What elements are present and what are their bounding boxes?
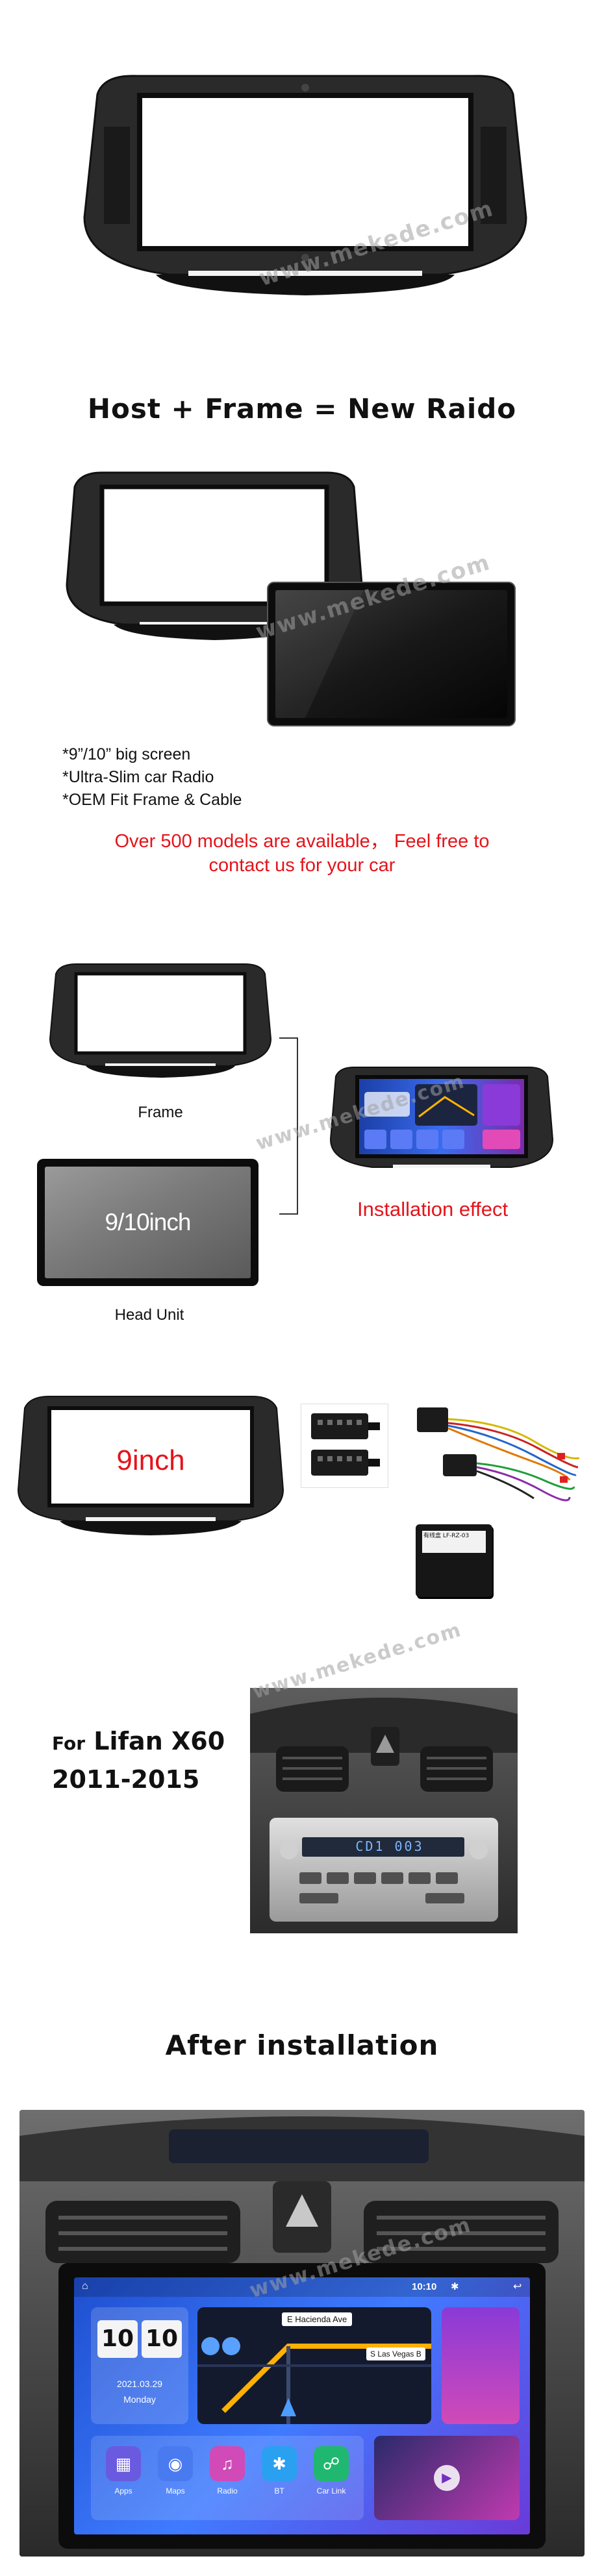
stock-radio-display: CD1 003 xyxy=(355,1839,424,1854)
nav-street-secondary: S Las Vegas B xyxy=(366,2347,425,2360)
app-radio[interactable]: ♫ Radio xyxy=(205,2446,249,2496)
play-icon[interactable]: ▶ xyxy=(434,2465,460,2491)
clock-widget[interactable]: 10 10 2021.03.29 Monday xyxy=(91,2307,188,2424)
app-apps[interactable]: ▦ Apps xyxy=(101,2446,145,2496)
canbus-label-text: 有线盒 LF-RZ-03 xyxy=(423,1533,470,1539)
nine-inch-frame-image xyxy=(14,1393,287,1542)
headunit-screen: ⌂ 10:10 ✱ ↩ 10 10 2021.03.29 Monday xyxy=(74,2277,530,2534)
installation-effect-label: Installation effect xyxy=(357,1198,509,1220)
screen-size-label: 9/10inch xyxy=(105,1209,192,1235)
frame-diagram-image xyxy=(47,961,274,1084)
media-widget[interactable] xyxy=(442,2307,520,2424)
clock-hour: 10 xyxy=(101,2325,134,2352)
status-time: 10:10 xyxy=(412,2281,437,2292)
maps-icon: ◉ xyxy=(158,2446,193,2481)
feature-item: *9”/10” big screen xyxy=(62,745,191,763)
frame-product-image xyxy=(78,68,533,315)
app-label: Car Link xyxy=(316,2486,346,2496)
app-label: Maps xyxy=(166,2486,185,2496)
iso-connector-image xyxy=(301,1404,388,1488)
vehicle-years: 2011-2015 xyxy=(52,1765,200,1794)
nine-inch-label: 9inch xyxy=(116,1444,185,1476)
feature-item: *Ultra-Slim car Radio xyxy=(62,768,214,786)
after-installation-photo: ⌂ 10:10 ✱ ↩ 10 10 2021.03.29 Monday xyxy=(19,2110,585,2557)
nav-street-primary: E Hacienda Ave xyxy=(282,2312,353,2326)
stock-dashboard-photo: CD1 003 xyxy=(250,1688,518,1933)
bracket-connector xyxy=(278,1037,304,1215)
head-unit-label: Head Unit xyxy=(114,1306,184,1324)
app-label: Radio xyxy=(217,2486,238,2496)
home-icon[interactable]: ⌂ xyxy=(82,2281,88,2292)
app-label: BT xyxy=(274,2486,284,2496)
app-bt[interactable]: ✱ BT xyxy=(257,2446,301,2496)
canbus-box-image: 有线盒 LF-RZ-03 xyxy=(410,1519,498,1604)
apps-icon: ▦ xyxy=(106,2446,141,2481)
after-heading: After installation xyxy=(165,2029,439,2061)
status-bar: ⌂ 10:10 ✱ ↩ xyxy=(74,2277,530,2297)
frame-label: Frame xyxy=(138,1104,183,1121)
bluetooth-status-icon: ✱ xyxy=(451,2281,459,2292)
installed-unit-image xyxy=(328,1065,555,1188)
app-dock: ▦ Apps ◉ Maps ♫ Radio ✱ BT ☍ Car Link xyxy=(91,2436,364,2520)
feature-item: *OEM Fit Frame & Cable xyxy=(62,791,242,809)
section-heading: Host + Frame = New Raido xyxy=(87,393,517,425)
music-artwork[interactable]: ▶ xyxy=(374,2436,520,2520)
head-unit-diagram xyxy=(36,1158,260,1287)
back-icon[interactable]: ↩ xyxy=(513,2281,522,2292)
app-maps[interactable]: ◉ Maps xyxy=(153,2446,197,2496)
radio-icon: ♫ xyxy=(210,2446,245,2481)
vehicle-title: For Lifan X60 2011-2015 xyxy=(52,1724,247,1798)
vehicle-model: Lifan X60 xyxy=(94,1727,225,1755)
clock-minute: 10 xyxy=(145,2325,179,2352)
head-unit-image xyxy=(266,581,516,727)
vehicle-for: For xyxy=(52,1733,86,1754)
clock-date: 2021.03.29 xyxy=(116,2379,163,2389)
frame-small-image xyxy=(62,467,367,656)
app-car-link[interactable]: ☍ Car Link xyxy=(309,2446,353,2496)
models-note-line1: Over 500 models are available， Feel free… xyxy=(114,831,490,852)
models-note: Over 500 models are available， Feel free… xyxy=(0,830,604,878)
wiring-harness-image xyxy=(404,1396,589,1506)
app-label: Apps xyxy=(114,2486,132,2496)
clock-weekday: Monday xyxy=(123,2394,156,2405)
car-link-icon: ☍ xyxy=(314,2446,349,2481)
models-note-line2: contact us for your car xyxy=(208,855,396,876)
bluetooth-icon: ✱ xyxy=(262,2446,297,2481)
navigation-widget[interactable]: E Hacienda Ave S Las Vegas B xyxy=(197,2307,431,2424)
